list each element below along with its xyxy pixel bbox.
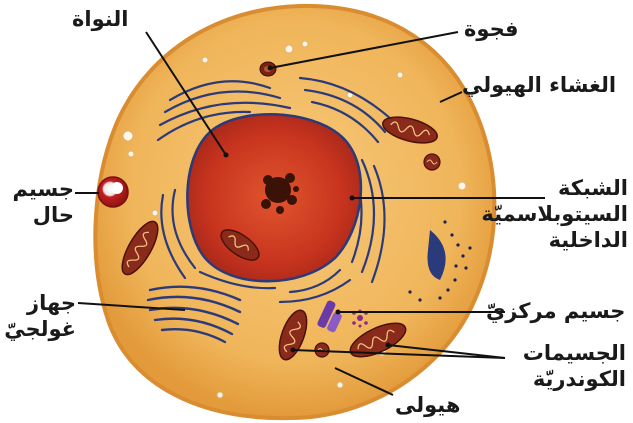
label-mitochondria: الجسيمات الكوندريّة xyxy=(500,340,626,392)
label-er-line-2: السيتوبلاسميّة xyxy=(470,201,628,227)
label-golgi-line-2: غولجيّ xyxy=(2,316,76,342)
label-cell-membrane: الغشاء الهيولي xyxy=(462,72,616,98)
mitochondrion-small xyxy=(424,154,440,170)
label-centrosome: جسيم مركزيّ xyxy=(486,298,625,324)
label-lysosome-line-2: حال xyxy=(2,202,74,228)
label-cytoplasm: هيولى xyxy=(395,392,460,418)
label-lysosome-line-1: جسيم xyxy=(2,176,74,202)
label-mitochondria-line-2: الكوندريّة xyxy=(500,366,626,392)
label-nucleus: النواة xyxy=(72,6,128,32)
label-endoplasmic-reticulum: الشبكة السيتوبلاسميّة الداخلية xyxy=(470,175,628,253)
label-golgi: جهاز غولجيّ xyxy=(2,290,76,342)
label-golgi-line-1: جهاز xyxy=(2,290,76,316)
label-lysosome: جسيم حال xyxy=(2,176,74,228)
label-er-line-1: الشبكة xyxy=(470,175,628,201)
label-er-line-3: الداخلية xyxy=(470,227,628,253)
lysosome xyxy=(98,177,128,207)
label-vacuole: فجوة xyxy=(464,16,518,42)
label-mitochondria-line-1: الجسيمات xyxy=(500,340,626,366)
